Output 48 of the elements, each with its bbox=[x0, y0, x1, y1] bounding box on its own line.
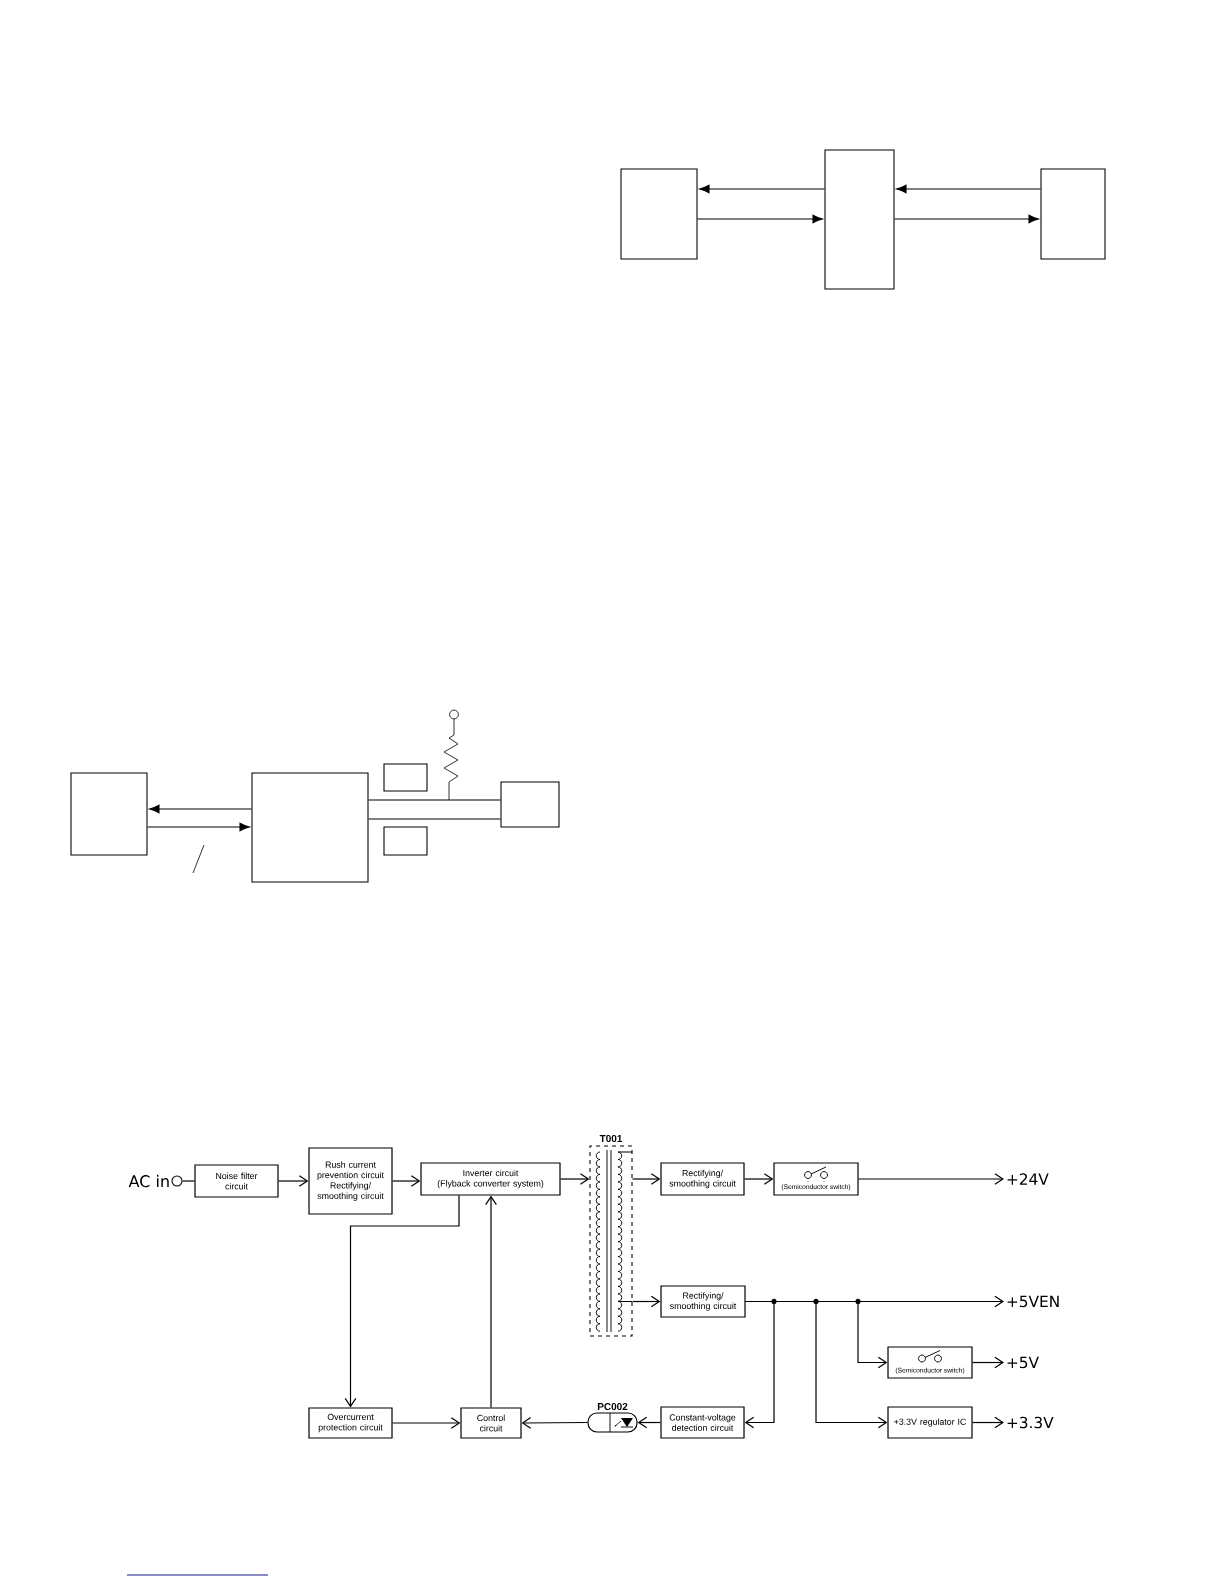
process-box: Inverter circuit (Flyback converter system) bbox=[420, 1162, 561, 1196]
input-label: AC in bbox=[128, 1174, 169, 1188]
arrow bbox=[149, 804, 252, 814]
arrow bbox=[972, 1356, 1004, 1369]
block-box bbox=[1040, 168, 1106, 260]
arrow bbox=[744, 1173, 774, 1185]
output-label: +5VEN bbox=[1007, 1295, 1059, 1308]
block-box bbox=[824, 149, 895, 290]
output-label: +24V bbox=[1007, 1173, 1049, 1185]
block-box bbox=[383, 826, 428, 856]
arrow bbox=[485, 1195, 497, 1408]
filter-box: Noise filter circuit bbox=[194, 1164, 279, 1198]
process-box: Rush current prevention circuit Rectifying/ smoothing circuit bbox=[308, 1147, 393, 1215]
connector-line bbox=[181, 1180, 195, 1182]
arrow bbox=[392, 1417, 461, 1429]
component-label: T001 bbox=[599, 1135, 623, 1143]
arrow bbox=[972, 1416, 1004, 1429]
block-box bbox=[70, 772, 148, 856]
block-box bbox=[383, 763, 428, 792]
process-box: Overcurrent protection circuit bbox=[308, 1407, 393, 1439]
arrow bbox=[392, 1175, 421, 1187]
component-label: PC002 bbox=[597, 1403, 628, 1411]
arrow bbox=[697, 214, 823, 224]
connector-line bbox=[368, 818, 501, 820]
process-box: Constant-voltage detection circuit bbox=[660, 1406, 745, 1439]
arrow bbox=[631, 1295, 661, 1308]
process-box: Rectifying/ smoothing circuit bbox=[660, 1162, 745, 1196]
arrow bbox=[278, 1175, 309, 1187]
process-box: Control circuit bbox=[460, 1407, 522, 1439]
output-label: +3.3V bbox=[1007, 1416, 1054, 1429]
connector-line bbox=[368, 799, 501, 801]
arrow bbox=[699, 184, 825, 194]
arrow bbox=[344, 1195, 460, 1408]
arrow bbox=[858, 1173, 1004, 1185]
block-box bbox=[620, 168, 698, 260]
process-box: +3.3V regulator IC bbox=[887, 1406, 973, 1439]
arrow bbox=[147, 822, 250, 832]
block-box bbox=[500, 781, 560, 828]
arrow bbox=[896, 184, 1041, 194]
block-box bbox=[251, 772, 369, 883]
arrow bbox=[894, 214, 1039, 224]
arrow bbox=[521, 1417, 588, 1429]
arrow bbox=[744, 1300, 775, 1429]
process-box: Rectifying/ smoothing circuit bbox=[660, 1285, 746, 1318]
arrow bbox=[637, 1416, 661, 1429]
arrow bbox=[631, 1173, 661, 1185]
arrow bbox=[560, 1173, 590, 1185]
output-label: +5V bbox=[1007, 1356, 1039, 1369]
